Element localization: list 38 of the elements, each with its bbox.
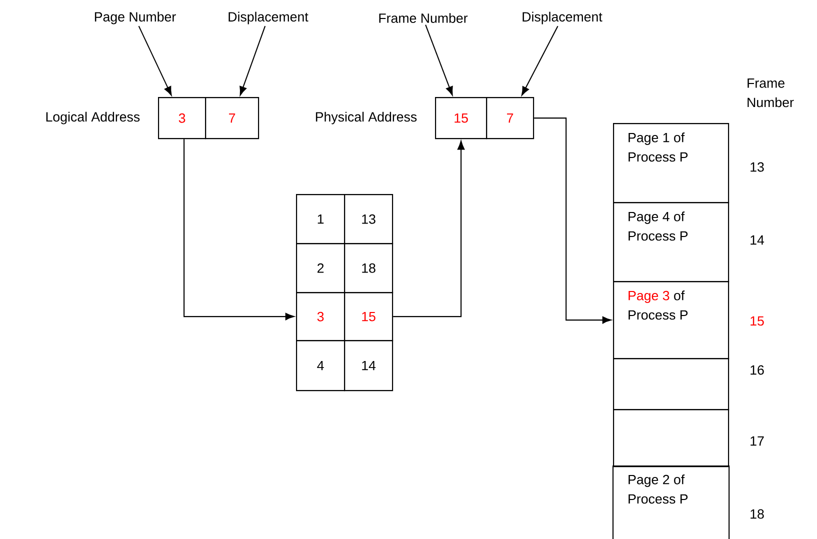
arrow bbox=[393, 140, 465, 318]
page-table-cell: 18 bbox=[344, 243, 394, 294]
field-label: Logical Address bbox=[46, 112, 140, 124]
page-table-cell: 1 bbox=[296, 194, 346, 244]
page-table-cell: 4 bbox=[296, 340, 346, 392]
address-cell: 7 bbox=[486, 97, 534, 140]
memory-frame: Page 3 of Process P bbox=[613, 281, 730, 360]
arrow bbox=[240, 26, 266, 96]
memory-frame: Page 4 of Process P bbox=[613, 202, 730, 282]
arrow bbox=[425, 24, 453, 96]
arrow bbox=[534, 118, 612, 324]
memory-frame bbox=[613, 409, 730, 468]
page-table-cell: 2 bbox=[296, 243, 346, 294]
column-heading: Frame Number bbox=[748, 78, 794, 108]
address-cell: 3 bbox=[158, 97, 206, 140]
page-table-cell: 13 bbox=[344, 194, 394, 244]
memory-frame: Page 1 of Process P bbox=[613, 123, 730, 204]
annotation-label: Frame Number bbox=[379, 13, 468, 23]
frame-number: 17 bbox=[750, 436, 764, 446]
page-table-cell: 15 bbox=[344, 292, 394, 342]
frame-number: 14 bbox=[750, 235, 764, 245]
arrow bbox=[184, 139, 294, 320]
frame-number: 18 bbox=[750, 509, 764, 519]
field-label: Physical Address bbox=[316, 112, 417, 124]
frame-number: 13 bbox=[750, 162, 764, 172]
frame-number: 15 bbox=[750, 316, 764, 326]
address-cell: 15 bbox=[435, 97, 488, 140]
frame-number: 16 bbox=[750, 365, 764, 375]
arrow bbox=[521, 26, 558, 96]
memory-frame: Page 2 of Process P bbox=[612, 465, 730, 539]
arrow bbox=[138, 26, 172, 96]
annotation-label: Page Number bbox=[94, 12, 176, 24]
page-table-cell: 14 bbox=[344, 340, 394, 392]
page-table-cell: 3 bbox=[296, 292, 346, 342]
annotation-label: Displacement bbox=[522, 12, 602, 24]
memory-frame bbox=[613, 358, 730, 410]
address-cell: 7 bbox=[205, 97, 260, 140]
annotation-label: Displacement bbox=[228, 12, 308, 24]
